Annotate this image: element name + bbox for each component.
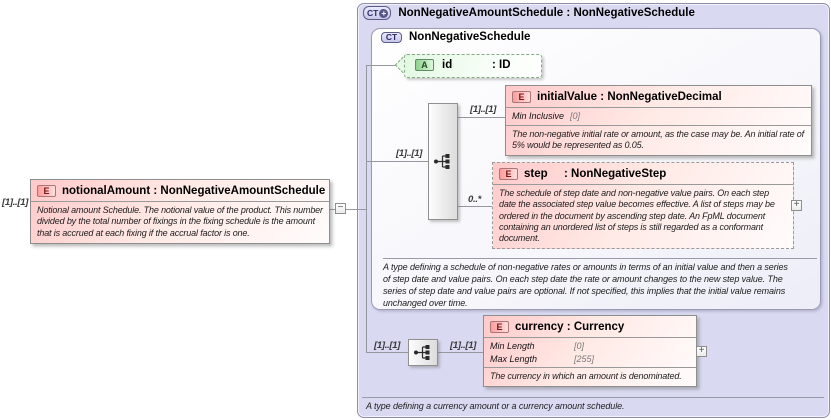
cardinality-label: [1]..[1] — [2, 197, 29, 208]
connector-line-to-sequence — [366, 161, 428, 162]
sequence-icon — [434, 154, 450, 169]
facet-list: Min Length [0] Max Length [255] — [484, 337, 696, 367]
cardinality-label: [1]..[1] — [470, 104, 497, 115]
element-doc: The schedule of step date and non-negati… — [493, 184, 793, 248]
sequence-icon — [414, 345, 430, 360]
outer-type-title: NonNegativeAmountSchedule : NonNegativeS… — [398, 7, 695, 19]
element-initialvalue[interactable]: E initialValue : NonNegativeDecimal Min … — [505, 85, 812, 157]
complex-type-plus-badge: CT+ — [363, 6, 392, 20]
sequence-compositor[interactable] — [408, 339, 438, 366]
connector-line-to-id — [366, 65, 398, 66]
cardinality-label: [1]..[1] — [450, 340, 477, 351]
cardinality-label: [1]..[1] — [396, 148, 423, 159]
connector-line — [346, 209, 367, 210]
element-badge: E — [499, 168, 518, 180]
cardinality-label: 0..* — [468, 194, 482, 205]
collapse-toggle[interactable]: − — [335, 203, 346, 214]
element-doc: The non-negative initial rate or amount,… — [506, 124, 811, 156]
element-title: E step: NonNegativeStep — [493, 163, 793, 184]
element-title: E notionalAmount : NonNegativeAmountSche… — [31, 180, 329, 201]
outer-type-doc: A type defining a currency amount or a c… — [366, 401, 625, 411]
element-doc: Notional amount Schedule. The notional v… — [31, 201, 329, 243]
connector-line-to-step — [458, 206, 492, 207]
facet-row: Min Inclusive [0] — [512, 111, 581, 121]
element-badge: E — [512, 91, 531, 103]
sequence-compositor[interactable] — [428, 103, 458, 220]
complex-type-badge: CT — [381, 31, 402, 43]
facet-row: Min Length [0] — [490, 341, 585, 351]
base-type-doc: A type defining a schedule of non-negati… — [383, 262, 788, 308]
attribute-title: A id: ID — [405, 55, 541, 71]
element-badge: E — [490, 321, 509, 333]
element-doc: The currency in which an amount is denom… — [484, 367, 696, 386]
attribute-badge: A — [415, 59, 434, 71]
attribute-id[interactable]: A id: ID — [404, 54, 542, 78]
base-type-title: NonNegativeSchedule — [409, 31, 531, 43]
plus-circle-icon: + — [379, 8, 389, 18]
facet-row: Max Length [255] — [490, 353, 595, 364]
element-badge: E — [37, 185, 56, 197]
base-type-header: CT NonNegativeSchedule — [381, 31, 530, 43]
doc-separator — [362, 397, 824, 398]
element-step[interactable]: E step: NonNegativeStep The schedule of … — [492, 162, 794, 250]
outer-type-header: CT+ NonNegativeAmountSchedule : NonNegat… — [363, 6, 695, 20]
cardinality-label: [1]..[1] — [374, 340, 401, 351]
connector-line-to-initialvalue — [458, 117, 505, 118]
element-title: E initialValue : NonNegativeDecimal — [506, 86, 811, 107]
element-notionalamount[interactable]: E notionalAmount : NonNegativeAmountSche… — [30, 179, 330, 244]
connector-line — [328, 209, 336, 210]
facet-list: Min Inclusive [0] — [506, 107, 811, 125]
element-title: E currency : Currency — [484, 316, 696, 337]
connector-trunk-line — [366, 65, 367, 353]
element-currency[interactable]: E currency : Currency Min Length [0] Max… — [483, 315, 697, 388]
expand-toggle-step[interactable]: + — [791, 200, 802, 211]
doc-separator — [383, 258, 817, 259]
connector-line-to-currency — [438, 352, 483, 353]
expand-toggle-currency[interactable]: + — [696, 346, 707, 357]
connector-line-to-ext-sequence — [366, 352, 408, 353]
